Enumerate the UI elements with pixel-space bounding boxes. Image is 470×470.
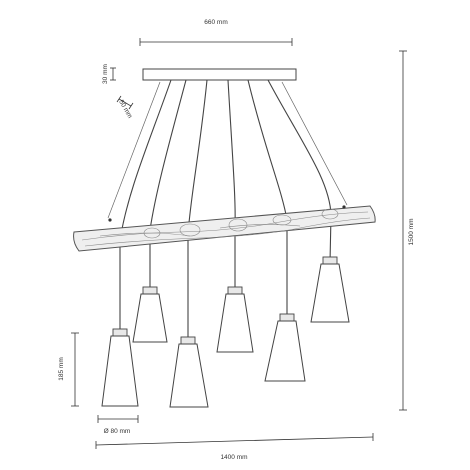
canopy-height-dimension: 30 mm xyxy=(102,64,116,84)
shade-height-dimension: 185 mm xyxy=(58,332,79,407)
shade-height-label: 185 mm xyxy=(58,357,65,380)
ceiling-canopy xyxy=(142,68,297,81)
shade-diameter-label: Ø 80 mm xyxy=(104,428,131,435)
shade-diameter-dimension: Ø 80 mm xyxy=(97,415,139,435)
suspension-wire-right xyxy=(281,81,348,206)
shade-2 xyxy=(132,286,168,343)
cable-6 xyxy=(267,79,332,264)
shade-3 xyxy=(169,336,209,408)
cable-4 xyxy=(227,79,236,293)
total-height-dimension: 1500 mm xyxy=(399,50,415,411)
canopy-height-label: 30 mm xyxy=(102,64,109,84)
shade-6 xyxy=(310,256,350,323)
shade-1 xyxy=(101,328,139,407)
wooden-beam xyxy=(73,205,376,252)
shade-5 xyxy=(264,313,306,382)
beam-length-label: 1400 mm xyxy=(220,454,247,461)
total-height-label: 1500 mm xyxy=(408,218,415,245)
canopy-depth-label: 50 mm xyxy=(117,99,133,120)
shade-4 xyxy=(216,286,254,353)
cable-3 xyxy=(187,79,208,343)
canopy-depth-dimension: 50 mm xyxy=(116,95,134,120)
cable-2 xyxy=(149,79,187,292)
canopy-width-dimension: 660 mm xyxy=(139,19,293,46)
canopy-width-label: 660 mm xyxy=(204,19,227,26)
cable-5 xyxy=(247,79,288,320)
beam-length-dimension: 1400 mm xyxy=(95,433,374,461)
suspension-wire-left xyxy=(107,81,161,219)
